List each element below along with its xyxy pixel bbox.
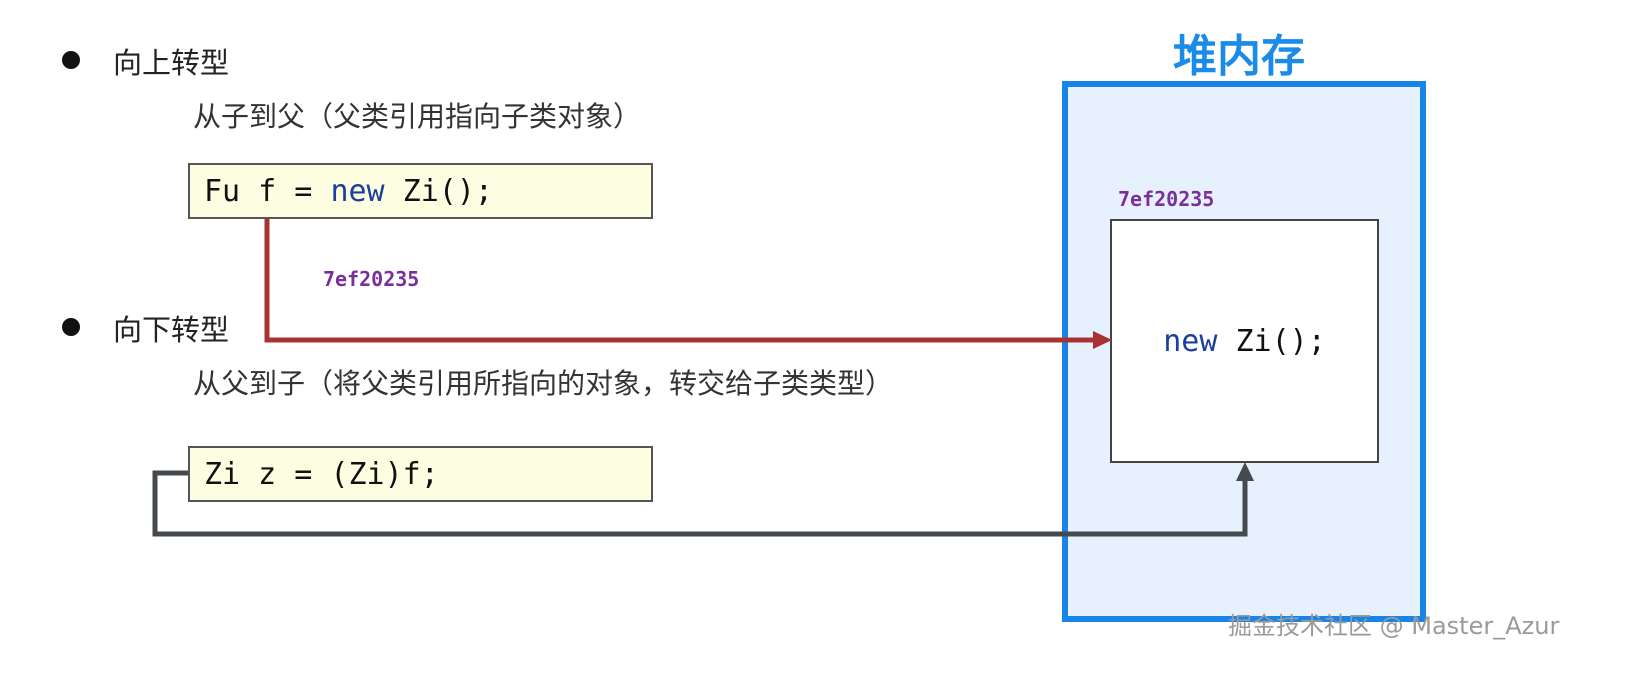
- bullet-downcast: [62, 318, 80, 336]
- downcast-code-box: Zi z = (Zi)f;: [188, 446, 653, 502]
- downcast-description: 从父到子（将父类引用所指向的对象，转交给子类类型）: [193, 367, 894, 400]
- watermark: 掘金技术社区 @ Master_Azur: [1228, 612, 1560, 640]
- upcast-heading: 向上转型: [113, 46, 230, 80]
- upcast-description: 从子到父（父类引用指向子类对象）: [193, 100, 642, 133]
- heap-title: 堆内存: [1173, 31, 1305, 82]
- upcast-code-keyword: new: [330, 174, 385, 209]
- upcast-address-label: 7ef20235: [323, 267, 420, 291]
- upcast-code-box: Fu f = new Zi();: [188, 163, 653, 219]
- heap-address-label: 7ef20235: [1118, 187, 1215, 211]
- upcast-code-type: Fu: [204, 174, 241, 209]
- downcast-heading: 向下转型: [113, 313, 230, 347]
- heap-object-keyword: new: [1163, 323, 1218, 359]
- upcast-code-call: Zi();: [384, 174, 493, 209]
- heap-object-box: new Zi();: [1110, 219, 1379, 463]
- bullet-upcast: [62, 51, 80, 69]
- upcast-code-assign: f =: [240, 174, 331, 209]
- heap-object-call: Zi();: [1217, 323, 1326, 359]
